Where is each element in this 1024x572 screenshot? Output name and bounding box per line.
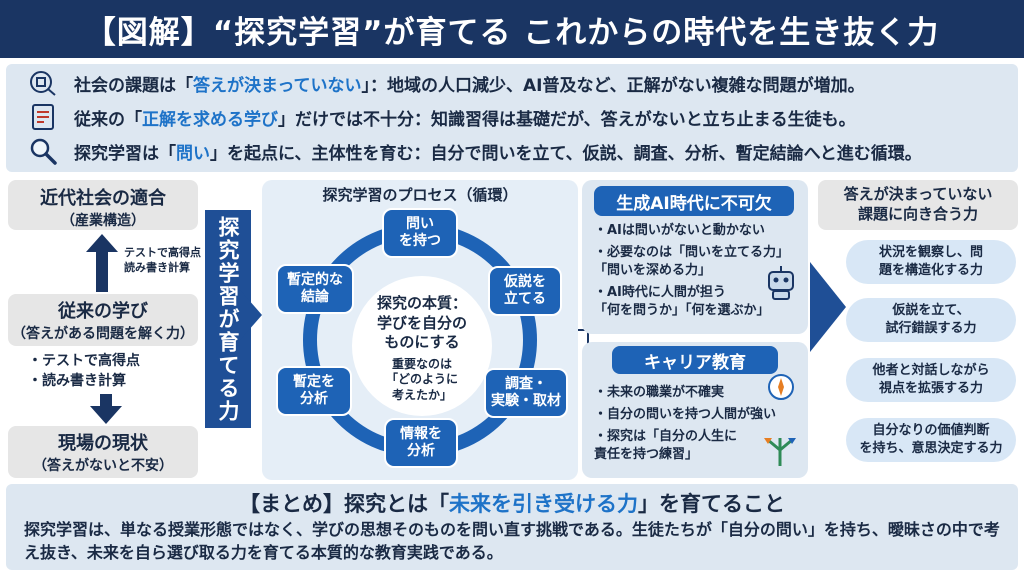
skill-pill: 状況を観察し、問 題を構造化する力 — [846, 240, 1016, 284]
box-main: 近代社会の適合 — [40, 188, 166, 209]
summary-post: 」を育てること — [638, 492, 785, 516]
cycle-node: 問い を持つ — [382, 208, 458, 258]
bullet-item: ・テストで高得点 — [28, 353, 140, 369]
summary-pre: 【まとめ】探究とは「 — [239, 492, 449, 516]
modern-society-box: 近代社会の適合 （産業構造） — [8, 180, 198, 230]
box-main: 現場の現状 — [58, 433, 148, 454]
issue-highlight: 問い — [176, 143, 210, 164]
ai-bullet: ・AIは問いがないと動かない — [594, 223, 765, 238]
box-sub: （産業構造） — [61, 213, 145, 229]
robot-icon — [768, 266, 794, 300]
box-sub: （答えがないと不安） — [33, 458, 173, 474]
ai-panel-title: 生成AI時代に不可欠 — [594, 186, 794, 216]
current-reality-box: 現場の現状 （答えがないと不安） — [8, 426, 198, 478]
box-main: 従来の学び — [58, 301, 148, 322]
issue-pre: 探究学習は「 — [74, 143, 176, 164]
issue-row: 社会の課題は「答えが決まっていない」：地域の人口減少、AI普及など、正解がない複… — [26, 68, 865, 98]
right-heading-box: 答えが決まっていない 課題に向き合う力 — [818, 180, 1018, 230]
issue-post: 」だけでは不十分：知識習得は基礎だが、答えがないと立ち止まる生徒も。 — [278, 109, 856, 130]
vertical-label: 探究学習が育てる力 — [205, 210, 251, 428]
box-sub: （答えがある問題を解く力） — [12, 326, 194, 342]
issue-pre: 従来の「 — [74, 109, 142, 130]
issue-pre: 社会の課題は「 — [74, 75, 193, 96]
crossroads-arrows-icon — [764, 438, 796, 466]
page-title: 【図解】“探究学習”が育てる これからの時代を生き抜く力 — [0, 0, 1024, 58]
ai-bullet: ・必要なのは「問いを立てる力」 「問いを深める力」 — [594, 245, 790, 278]
cycle-node: 暫定を 分析 — [276, 366, 352, 416]
career-panel: キャリア教育 ・未来の職業が不確実 ・自分の問いを持つ人間が強い ・探究は「自分… — [582, 342, 808, 478]
compass-icon — [768, 374, 794, 400]
arrow-down-icon — [90, 394, 122, 424]
career-bullet: ・自分の問いを持つ人間が強い — [594, 407, 777, 422]
ai-panel: 生成AI時代に不可欠 ・AIは問いがないと動かない ・必要なのは「問いを立てる力… — [582, 180, 808, 334]
issues-band: 社会の課題は「答えが決まっていない」：地域の人口減少、AI普及など、正解がない複… — [6, 64, 1018, 172]
career-panel-title: キャリア教育 — [612, 346, 778, 374]
summary-title: 【まとめ】探究とは「未来を引き受ける力」を育てること — [6, 488, 1018, 518]
skill-pill: 自分なりの価値判断 を持ち、意思決定する力 — [846, 418, 1016, 462]
center-main: 探究の本質： 学びを自分の ものにする — [376, 294, 467, 351]
arrow-right-icon — [240, 290, 262, 340]
issue-row: 探究学習は「問い」を起点に、主体性を育む：自分で問いを立て、仮説、調査、分析、暫… — [26, 136, 922, 166]
right-heading: 答えが決まっていない 課題に向き合う力 — [843, 185, 993, 224]
arrow-up-icon — [86, 234, 118, 292]
traditional-learning-box: 従来の学び （答えがある問題を解く力） — [8, 294, 198, 346]
ai-bullet: ・AI時代に人間が担う 「何を問うか」「何を選ぶか」 — [594, 285, 770, 318]
cycle-node: 調査・ 実験・取材 — [484, 368, 568, 418]
issue-post: 」を起点に、主体性を育む：自分で問いを立て、仮説、調査、分析、暫定結論へと進む循… — [210, 143, 922, 164]
summary-body: 探究学習は、単なる授業形態ではなく、学びの思想そのものを問い直す挑戦である。生徒… — [24, 520, 1000, 563]
magnifier-icon — [26, 136, 60, 166]
issue-post: 」：地域の人口減少、AI普及など、正解がない複雑な問題が増加。 — [361, 75, 865, 96]
issue-highlight: 正解を求める学び — [142, 109, 278, 130]
arrow-note: テストで高得点 読み書き計算 — [124, 246, 201, 274]
skill-pill: 他者と対話しながら 視点を拡張する力 — [846, 358, 1016, 402]
cycle-center: 探究の本質： 学びを自分の ものにする 重要なのは 「どのように 考えたか」 — [352, 276, 492, 416]
cycle-panel: 探究学習のプロセス（循環） 探究の本質： 学びを自分の ものにする 重要なのは … — [262, 180, 578, 480]
test-sheet-icon — [26, 102, 60, 132]
bullet-item: ・読み書き計算 — [28, 372, 126, 389]
center-sub: 重要なのは 「どのように 考えたか」 — [385, 356, 458, 402]
cycle-node: 暫定的な 結論 — [276, 264, 354, 314]
career-bullet: ・未来の職業が不確実 — [594, 385, 725, 400]
cycle-node: 仮説を 立てる — [488, 266, 562, 316]
issue-row: 従来の「正解を求める学び」だけでは不十分：知識習得は基礎だが、答えがないと立ち止… — [26, 102, 856, 132]
puzzle-head-icon — [26, 68, 60, 98]
career-bullet: ・探究は「自分の人生に 責任を持つ練習」 — [594, 429, 738, 462]
cycle-title: 探究学習のプロセス（循環） — [322, 186, 518, 204]
cycle-node: 情報を 分析 — [384, 418, 458, 468]
summary-highlight: 未来を引き受ける力 — [449, 492, 638, 516]
big-arrow-right-icon — [810, 262, 846, 352]
traditional-bullets: ・テストで高得点 ・読み書き計算 — [28, 352, 140, 391]
skill-pill: 仮説を立て、 試行錯誤する力 — [846, 298, 1016, 342]
issue-highlight: 答えが決まっていない — [193, 75, 362, 96]
summary-band: 【まとめ】探究とは「未来を引き受ける力」を育てること 探究学習は、単なる授業形態… — [6, 484, 1018, 570]
